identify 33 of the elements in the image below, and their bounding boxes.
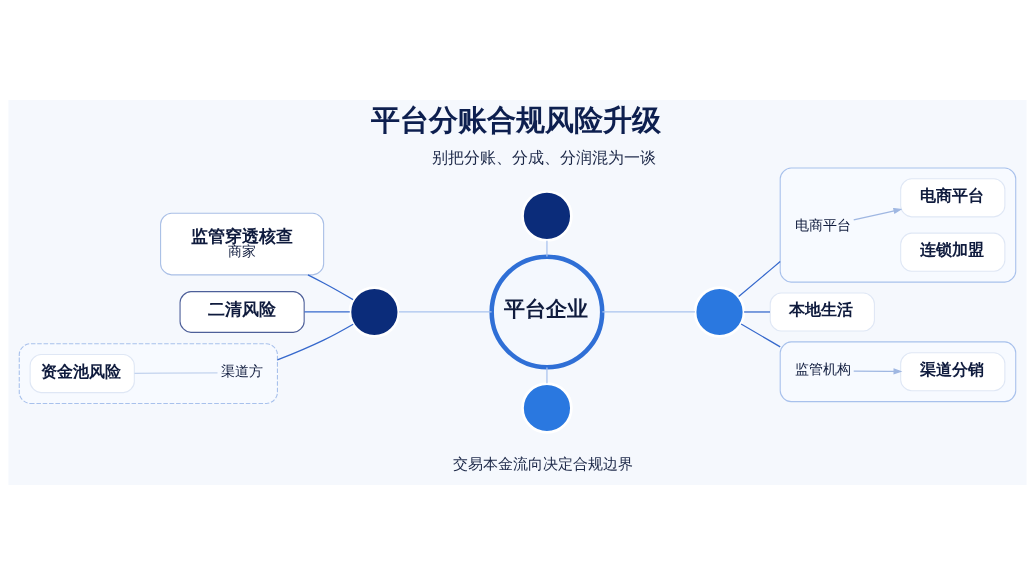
node-box: 监管穿透核查 商家 (160, 212, 325, 276)
node-box: 资金池风险 (29, 354, 135, 394)
node-circle (693, 286, 746, 338)
arrow (853, 368, 903, 375)
node-box: 连锁加盟 (900, 232, 1006, 272)
node-circle (521, 382, 573, 434)
connector (601, 311, 696, 313)
node-text: 电商平台 (794, 216, 851, 233)
diagram-title: 平台分账合规风险升级 (371, 102, 662, 137)
connector (133, 372, 219, 374)
node-box: 本地生活 (769, 292, 875, 332)
node-text: 渠道方 (221, 362, 264, 379)
connector (743, 311, 771, 313)
node-text: 监管机构 (794, 361, 851, 378)
connector (398, 311, 493, 313)
cluster (18, 343, 278, 404)
node-circle (348, 286, 401, 338)
node-circle (521, 190, 573, 242)
connector (307, 274, 354, 301)
node-box: 电商平台 (900, 178, 1006, 218)
connector (276, 323, 354, 361)
node-box: 渠道分销 (900, 352, 1006, 392)
connector (740, 323, 781, 348)
connector (546, 240, 548, 258)
node-box: 二清风险 (179, 291, 305, 333)
connector (546, 366, 548, 384)
cluster (779, 341, 1017, 403)
connector (738, 260, 781, 298)
label: 别把分账、分成、分润混为一谈 (432, 147, 657, 167)
node-circle: 平台企业 (489, 254, 605, 370)
caption: 交易本金流向决定合规边界 (452, 454, 633, 473)
connector (303, 311, 351, 313)
arrow (853, 207, 903, 221)
